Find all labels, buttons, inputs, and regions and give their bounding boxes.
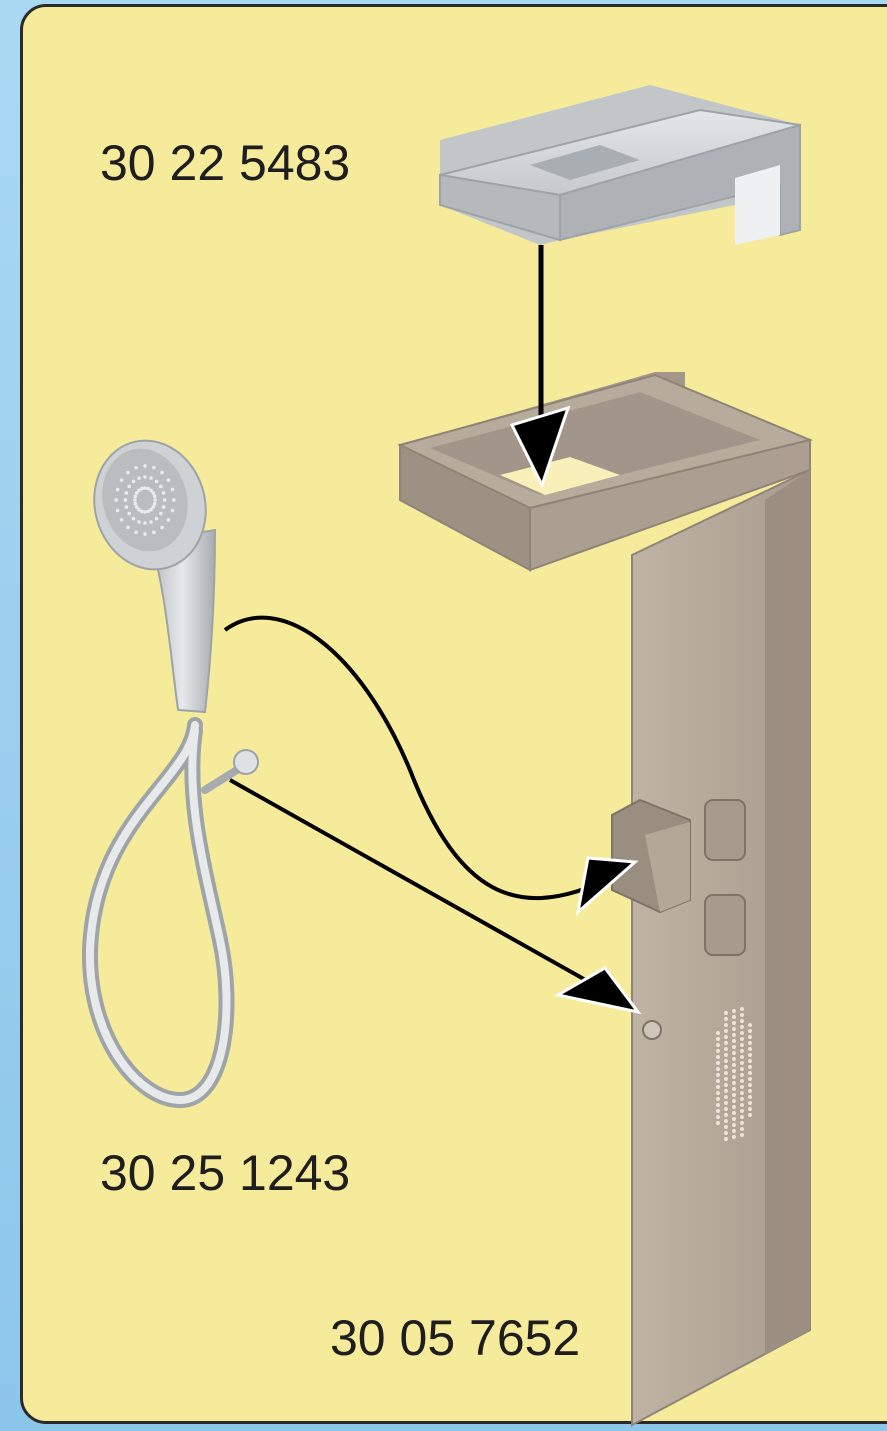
- arrow-hose-to-outlet: [230, 780, 638, 1012]
- hand-shower-part: [80, 428, 258, 1100]
- part-number-top-cover: 30 22 5483: [100, 135, 350, 191]
- arrow-shower-to-holder: [225, 618, 635, 912]
- top-cover-part: [440, 85, 800, 245]
- part-number-hand-shower: 30 25 1243: [100, 1145, 350, 1201]
- shower-panel-part: [400, 372, 810, 1425]
- part-number-shower-panel: 30 05 7652: [330, 1310, 580, 1366]
